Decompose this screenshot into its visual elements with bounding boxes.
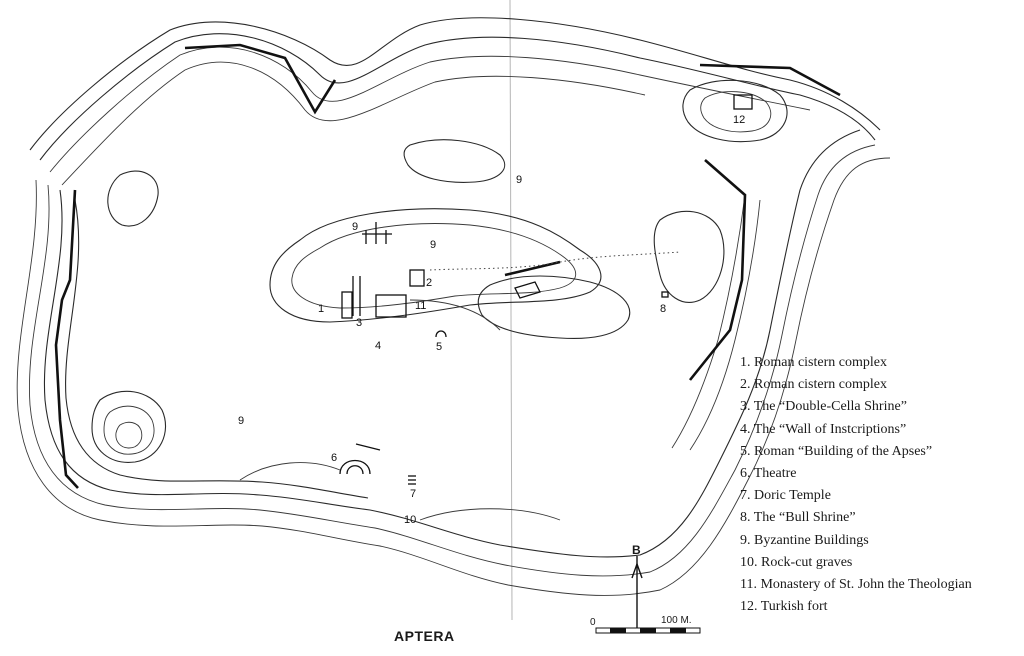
legend: 1. Roman cistern complex 2. Roman cister… <box>740 352 1020 618</box>
page-fold-line <box>509 0 513 621</box>
legend-item-4: 4. The “Wall of Instcriptions” <box>740 421 907 437</box>
scale-bar <box>595 627 701 634</box>
legend-item-3: 3. The “Double-Cella Shrine” <box>740 399 907 415</box>
marker-11: 11 <box>415 300 426 312</box>
scale-max-label: 100 M. <box>661 615 692 626</box>
legend-item-9: 9. Byzantine Buildings <box>740 532 869 548</box>
marker-1: 1 <box>318 303 324 315</box>
legend-item-7: 7. Doric Temple <box>740 488 831 504</box>
scale-zero-label: 0 <box>590 617 596 628</box>
marker-2: 2 <box>426 277 432 289</box>
legend-item-5: 5. Roman “Building of the Apses” <box>740 443 933 459</box>
path-dotted <box>429 251 681 271</box>
legend-item-10: 10. Rock-cut graves <box>740 554 853 570</box>
map-title: APTERA <box>394 628 455 644</box>
marker-9-north: 9 <box>516 174 522 186</box>
inner-contours <box>91 79 788 521</box>
marker-9-plateau: 9 <box>352 221 358 233</box>
legend-item-2: 2. Roman cistern complex <box>740 377 887 393</box>
marker-10: 10 <box>404 514 416 526</box>
legend-item-1: 1. Roman cistern complex <box>740 355 887 370</box>
marker-3: 3 <box>356 317 362 329</box>
marker-12: 12 <box>733 114 745 126</box>
marker-5: 5 <box>436 341 442 353</box>
legend-item-6: 6. Theatre <box>740 466 797 482</box>
north-arrow <box>631 556 643 628</box>
marker-9-west: 9 <box>238 415 244 427</box>
marker-7: 7 <box>410 488 416 500</box>
marker-6: 6 <box>331 452 337 464</box>
city-walls <box>54 43 841 489</box>
marker-4: 4 <box>375 340 381 352</box>
contour-lines <box>16 17 891 596</box>
marker-8: 8 <box>660 303 666 315</box>
legend-item-12: 12. Turkish fort <box>740 599 828 615</box>
legend-item-8: 8. The “Bull Shrine” <box>740 510 856 526</box>
site-symbols <box>339 94 753 485</box>
north-label: B <box>632 543 641 557</box>
marker-9-east: 9 <box>430 239 436 251</box>
legend-item-11: 11. Monastery of St. John the Theologian <box>740 577 972 593</box>
site-markers: 1 2 3 4 5 6 7 8 9 9 9 9 10 11 12 <box>238 114 745 526</box>
